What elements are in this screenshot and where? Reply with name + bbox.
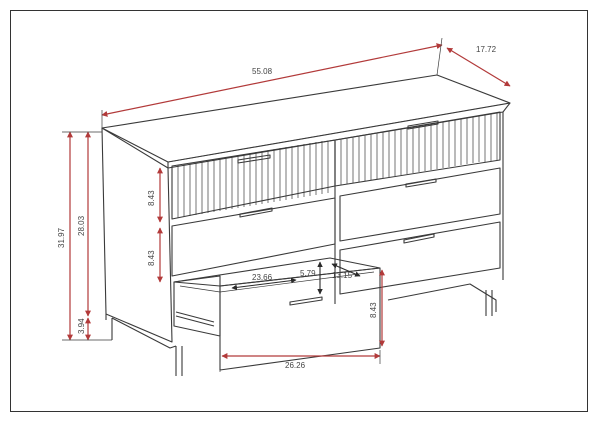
open-drawer-handle	[289, 296, 323, 306]
drawer-top-right	[334, 111, 501, 187]
top-corner	[502, 102, 511, 113]
top-front-edge	[167, 102, 511, 163]
dim-line-depth	[446, 47, 511, 87]
label-inner-depth: 13.15	[332, 271, 353, 280]
base-plinth-right	[387, 283, 497, 312]
label-leg-height: 3.94	[77, 318, 86, 334]
drawer-middle-right-upper	[339, 167, 501, 242]
drawer-middle-left	[171, 197, 336, 277]
dim-line-inner-width	[231, 277, 297, 291]
drawer-slide-rail	[175, 311, 215, 323]
label-drawer-top-height: 8.43	[147, 190, 156, 206]
drawer-handle-top-left	[237, 154, 271, 164]
dim-line-width	[101, 43, 443, 117]
drawer-handle-third-right	[403, 233, 435, 244]
label-drawer-front-width: 26.26	[285, 361, 306, 370]
drawer-top-left	[171, 139, 336, 220]
drawer-handle-second-left	[239, 207, 273, 218]
label-body-height: 28.03	[77, 215, 86, 236]
label-inner-height: 5.79	[300, 269, 316, 278]
label-drawer-middle-height: 8.43	[147, 250, 156, 266]
dim-ext-width-right	[436, 37, 443, 76]
dresser-side-panel	[101, 127, 173, 343]
dim-line-inner-depth	[331, 263, 361, 277]
label-inner-width: 23.66	[252, 273, 273, 282]
base-plinth-left	[111, 317, 177, 349]
label-total-width: 55.08	[252, 67, 273, 76]
drawer-handle-top-right	[407, 120, 439, 130]
drawer-middle-right-lower	[339, 221, 501, 295]
label-total-height: 31.97	[57, 227, 66, 248]
drawer-slide-rail-2	[175, 315, 215, 327]
label-depth: 17.72	[476, 45, 497, 54]
open-drawer-front	[219, 267, 381, 371]
label-drawer-front-height: 8.43	[369, 302, 378, 318]
fluting-lines	[177, 113, 498, 218]
